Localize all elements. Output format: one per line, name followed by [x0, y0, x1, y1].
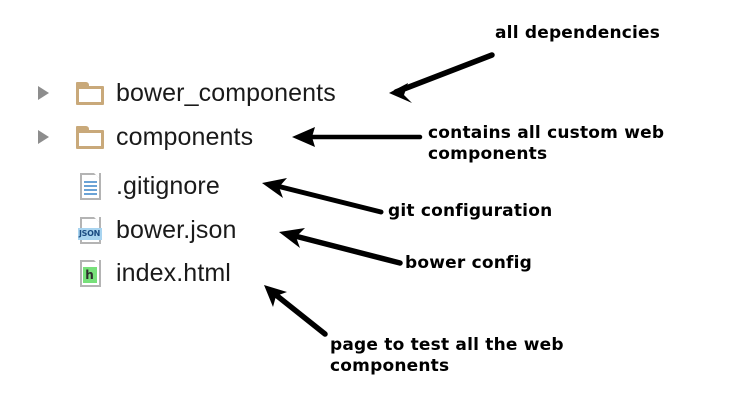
- annotation-git-configuration: git configuration: [388, 201, 553, 221]
- tree-item-label: index.html: [116, 259, 231, 287]
- json-file-icon: JSON: [74, 210, 106, 250]
- json-badge-label: JSON: [77, 227, 102, 240]
- text-file-icon: [74, 166, 106, 206]
- file-tree: bower_components components .gitignore: [35, 73, 336, 293]
- tree-item-label: .gitignore: [116, 172, 220, 200]
- disclosure-placeholder: [35, 166, 51, 206]
- html-badge-label: h: [82, 266, 97, 283]
- folder-icon: [74, 73, 106, 113]
- annotation-contains-custom-web-components: contains all custom web components: [428, 123, 665, 164]
- annotation-bower-config: bower config: [405, 253, 533, 273]
- disclosure-placeholder: [35, 210, 51, 250]
- disclosure-triangle-icon[interactable]: [35, 117, 51, 157]
- disclosure-triangle-icon[interactable]: [35, 73, 51, 113]
- folder-icon: [74, 117, 106, 157]
- html-file-icon: h: [74, 253, 106, 293]
- annotation-all-dependencies: all dependencies: [495, 23, 661, 43]
- tree-item-label: bower_components: [116, 79, 336, 107]
- disclosure-placeholder: [35, 253, 51, 293]
- annotation-page-to-test-web-components: page to test all the web components: [330, 335, 564, 376]
- tree-item-label: components: [116, 123, 254, 151]
- arrow-to-bower-components: [389, 52, 495, 103]
- tree-item-label: bower.json: [116, 216, 237, 244]
